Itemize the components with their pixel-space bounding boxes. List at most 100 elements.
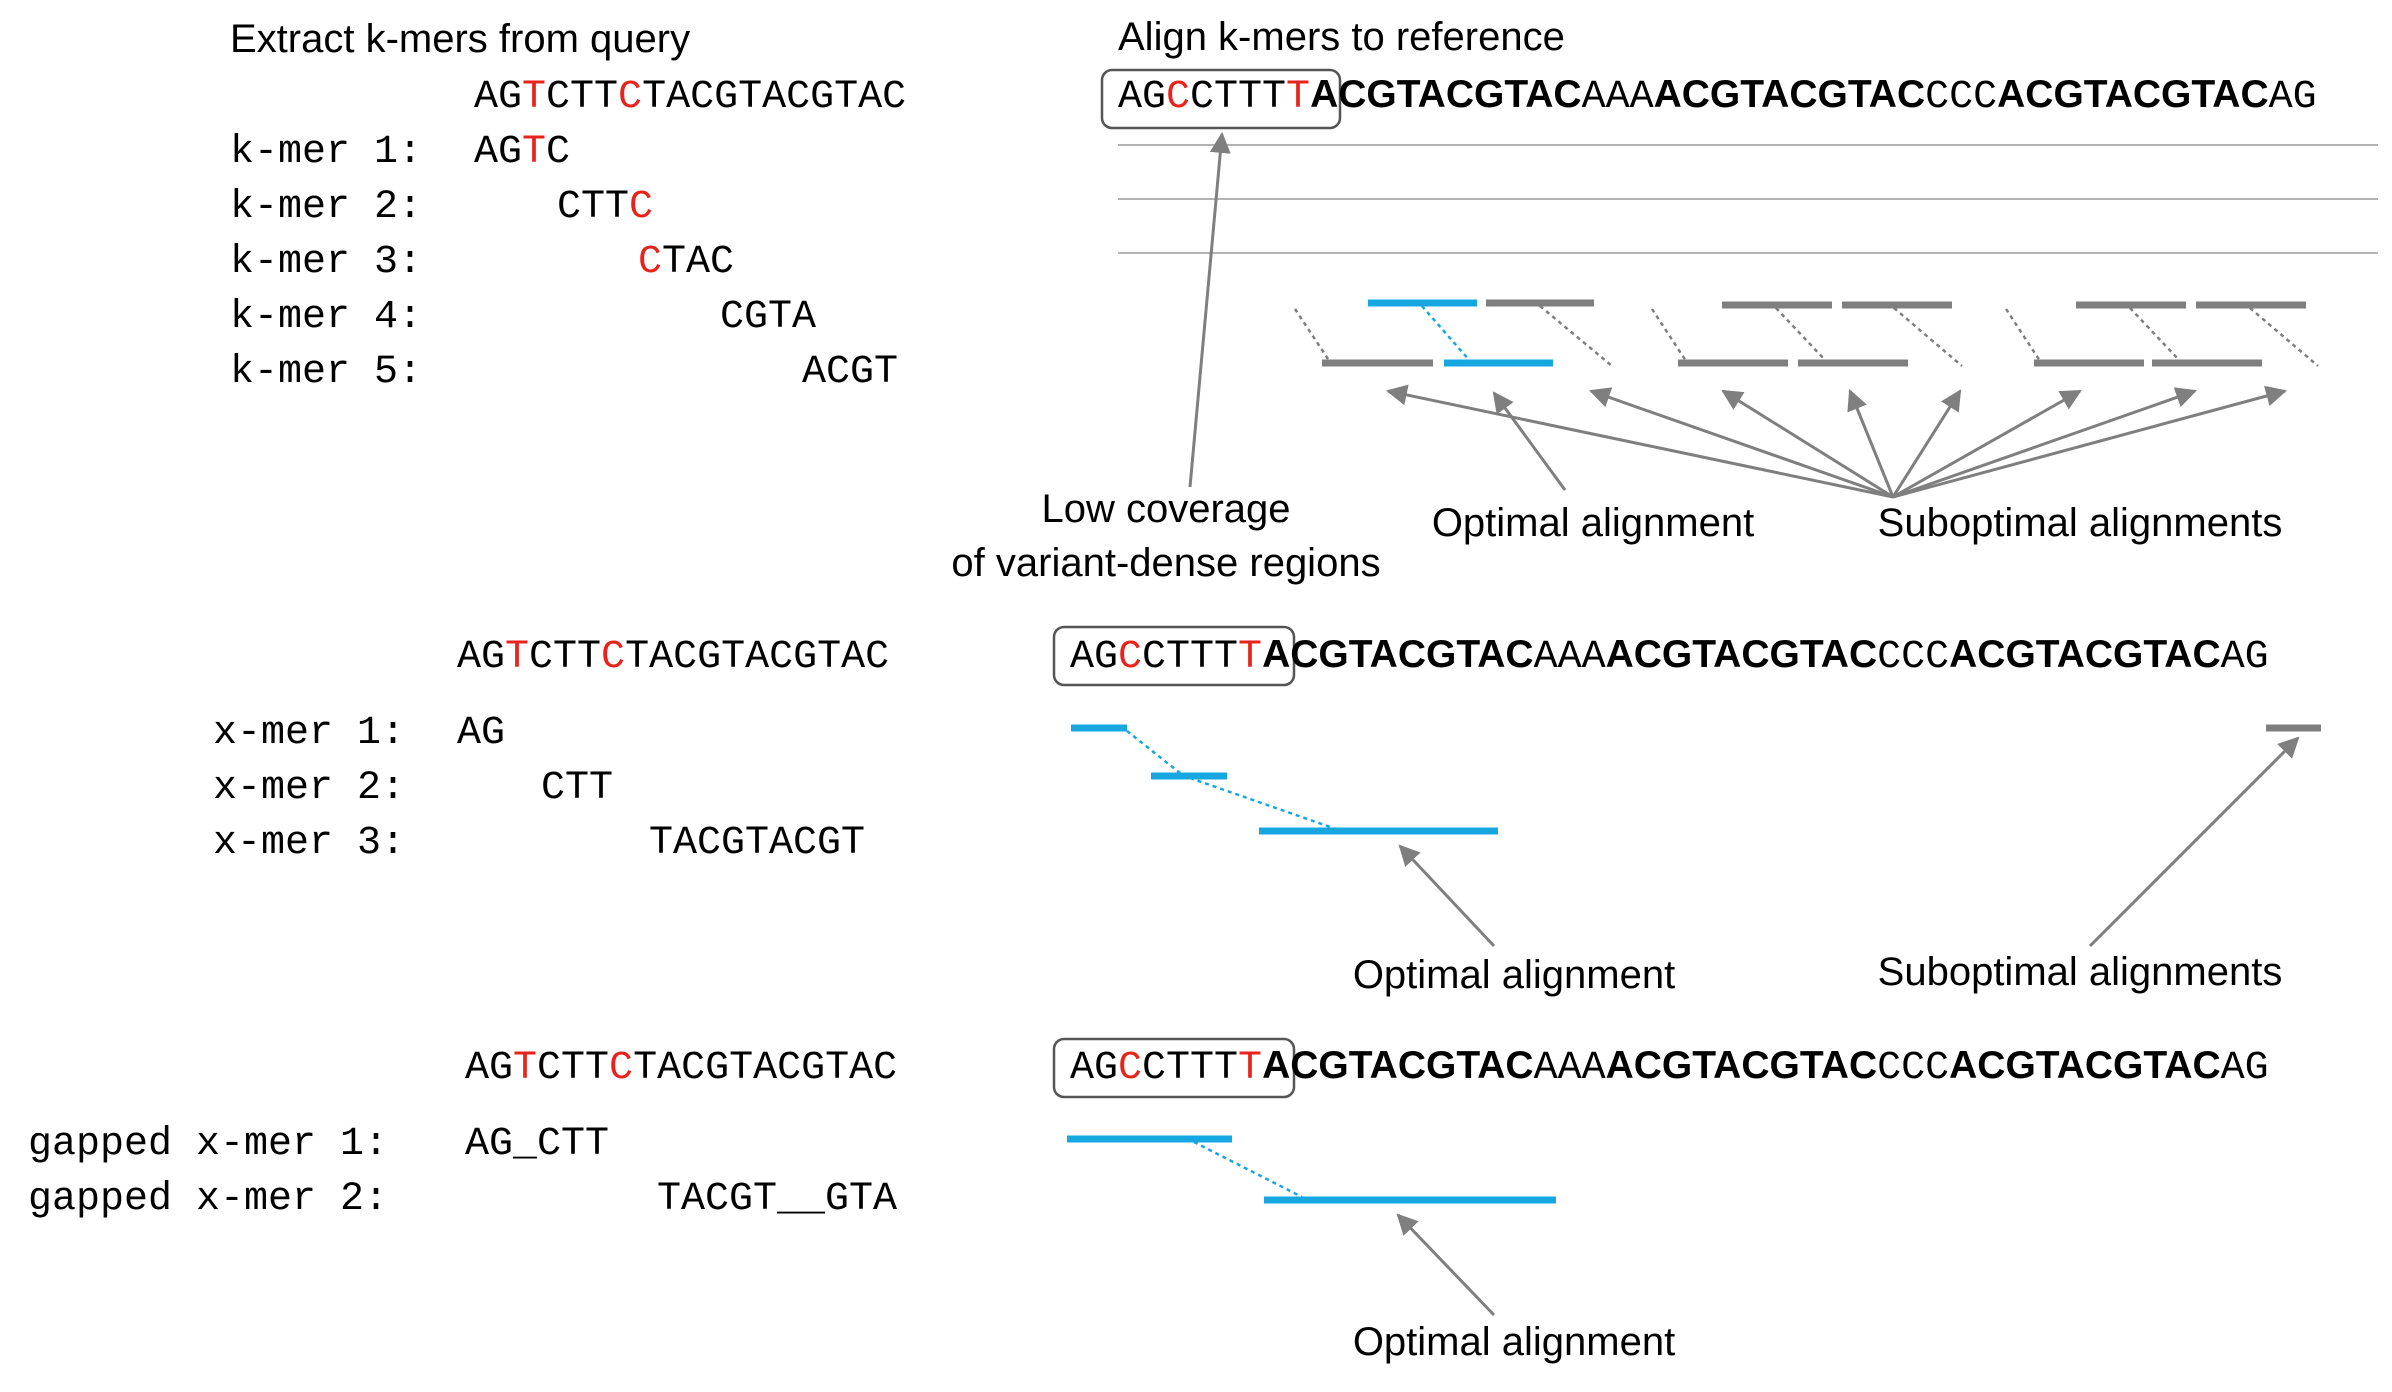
sequence-segment: AG <box>2269 75 2317 120</box>
variant-base: C <box>601 635 625 680</box>
kmer-label: k-mer 1: <box>230 130 422 175</box>
sequence-segment: CTT <box>557 185 629 230</box>
chain-link-optimal <box>1421 305 1471 362</box>
chain-link <box>1775 307 1827 362</box>
kmer-sequence: CTAC <box>638 240 734 285</box>
kmer-label: k-mer 2: <box>230 185 422 230</box>
arrow-suboptimal <box>1892 385 2288 499</box>
query-sequence: AGTCTTCTACGTACGTAC <box>457 635 889 680</box>
variant-base: T <box>1286 75 1310 120</box>
variant-base: T <box>1238 635 1262 680</box>
chain-link <box>1293 308 1332 363</box>
sequence-segment: AG <box>474 130 522 175</box>
kmer-label: k-mer 3: <box>230 240 422 285</box>
chain-link <box>1650 308 1688 362</box>
gapped-xmer-sequence: TACGT__GTA <box>657 1177 897 1222</box>
sequence-segment: AG <box>1070 1046 1118 1091</box>
kmer-label: k-mer 5: <box>230 350 422 395</box>
chain-link-optimal <box>1126 730 1181 774</box>
alignment-chain-2 <box>1650 301 1963 367</box>
gapped-xmer-sequence: AG_CTT <box>465 1122 609 1167</box>
variant-base: C <box>618 75 642 120</box>
sequence-segment: C <box>546 130 570 175</box>
kmer-label: k-mer 4: <box>230 295 422 340</box>
variant-region-box <box>1052 625 1296 687</box>
panel-gapped-xmers: AGTCTTCTACGTACGTAC gapped x-mer 1: AG_CT… <box>28 1037 2269 1364</box>
xmer-sequence: CTT <box>541 766 613 811</box>
alignment-chain-3 <box>2004 301 2319 367</box>
sequence-segment: AG <box>465 1046 513 1091</box>
title-align-kmers: Align k-mers to reference <box>1118 15 1565 59</box>
variant-base: T <box>522 75 546 120</box>
query-sequence: AGTCTTCTACGTACGTAC <box>465 1046 897 1091</box>
sequence-segment: AG <box>1070 635 1118 680</box>
repeat-unit: ACGTACGTAC <box>1654 73 1926 116</box>
repeat-unit: ACGTACGTAC <box>1997 73 2269 116</box>
sequence-segment: AAA <box>1582 75 1654 120</box>
sequence-segment: CTTT <box>1142 1046 1238 1091</box>
label-optimal-alignment: Optimal alignment <box>1432 501 1754 545</box>
sequence-segment: AAA <box>1534 635 1606 680</box>
repeat-unit: ACGTACGTAC <box>1310 73 1582 116</box>
arrow-optimal <box>1492 391 1567 491</box>
sequence-segment: CTTT <box>1142 635 1238 680</box>
arrow-suboptimal <box>1892 389 2082 499</box>
sequence-segment: AG <box>1118 75 1166 120</box>
variant-region-box <box>1100 68 1342 130</box>
variant-base: C <box>1166 75 1190 120</box>
repeat-unit: ACGTACGTAC <box>1262 633 1534 676</box>
sequence-segment: CCC <box>1877 635 1949 680</box>
xmer-label: x-mer 2: <box>213 766 405 811</box>
kmer-sequence: ACGT <box>802 350 898 395</box>
query-sequence: AGTCTTCTACGTACGTAC <box>474 75 906 120</box>
arrow-optimal <box>1396 1213 1496 1317</box>
label-low-coverage-line1: Low coverage <box>1041 487 1290 531</box>
repeat-unit: ACGTACGTAC <box>1262 1044 1534 1087</box>
sequence-segment: AG <box>2221 1046 2269 1091</box>
label-optimal-alignment: Optimal alignment <box>1353 1320 1675 1364</box>
reference-sequence: AGCCTTTTACGTACGTACAAAACGTACGTACCCCACGTAC… <box>1070 633 2269 680</box>
sequence-segment: TAC <box>662 240 734 285</box>
title-extract-kmers: Extract k-mers from query <box>230 17 690 61</box>
xmer-sequence: AG <box>457 711 505 756</box>
xmer-label: x-mer 3: <box>213 821 405 866</box>
sequence-segment: AG <box>457 635 505 680</box>
variant-base: T <box>505 635 529 680</box>
arrow-suboptimal <box>1891 389 1962 498</box>
panel-kmers: Extract k-mers from query Align k-mers t… <box>230 15 2378 585</box>
sequence-segment: AG <box>474 75 522 120</box>
chain-link <box>1539 305 1613 367</box>
variant-base: C <box>609 1046 633 1091</box>
arrow-suboptimal <box>2088 736 2300 948</box>
variant-base: C <box>629 185 653 230</box>
chain-link-optimal <box>1193 1140 1303 1199</box>
sequence-segment: AG <box>2221 635 2269 680</box>
variant-base: C <box>638 240 662 285</box>
kmer-sequence: CGTA <box>720 295 816 340</box>
sequence-segment: ACGT <box>802 350 898 395</box>
variant-base: T <box>1238 1046 1262 1091</box>
chain-link <box>2004 308 2042 362</box>
kmer-sequence: CTTC <box>557 185 653 230</box>
variant-region-box <box>1052 1037 1296 1099</box>
variant-base: T <box>522 130 546 175</box>
xmer-sequence: TACGTACGT <box>649 821 865 866</box>
sequence-segment: CTTT <box>1190 75 1286 120</box>
xmer-label: x-mer 1: <box>213 711 405 756</box>
label-low-coverage-line2: of variant-dense regions <box>951 541 1380 585</box>
gapped-xmer-label: gapped x-mer 1: <box>28 1122 388 1167</box>
reference-sequence: AGCCTTTTACGTACGTACAAAACGTACGTACCCCACGTAC… <box>1118 73 2317 120</box>
label-optimal-alignment: Optimal alignment <box>1353 953 1675 997</box>
repeat-unit: ACGTACGTAC <box>1949 1044 2221 1087</box>
sequence-segment: TACGTACGTAC <box>642 75 906 120</box>
arrow-low-coverage <box>1188 131 1231 488</box>
variant-base: C <box>1118 1046 1142 1091</box>
sequence-segment: TACGTACGTAC <box>633 1046 897 1091</box>
arrow-suboptimal <box>1847 389 1895 498</box>
gapped-xmer-label: gapped x-mer 2: <box>28 1177 388 1222</box>
variant-base: C <box>1118 635 1142 680</box>
repeat-unit: ACGTACGTAC <box>1949 633 2221 676</box>
alignment-chain-1 <box>1293 299 1613 367</box>
